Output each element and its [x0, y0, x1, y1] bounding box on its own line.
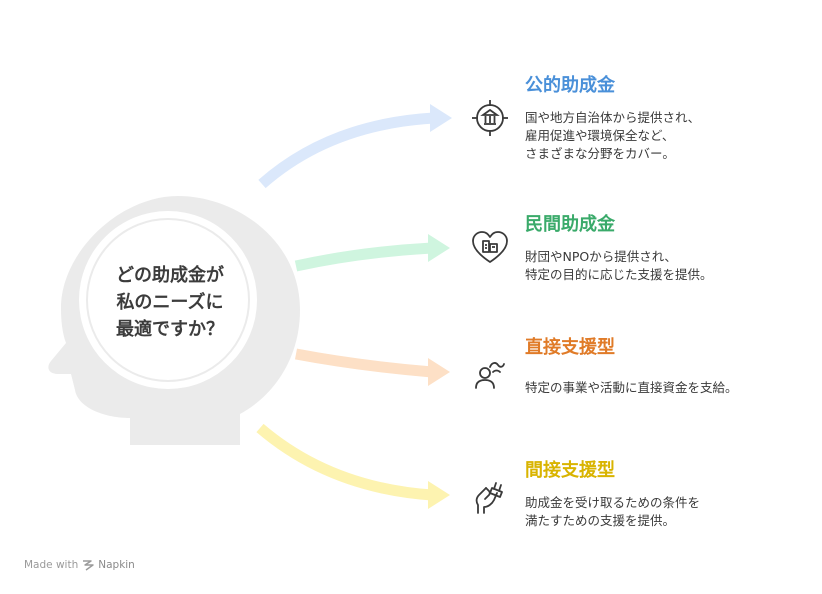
footer-credit: Made with Napkin	[24, 559, 135, 571]
made-with-label: Made with	[24, 559, 79, 571]
item-description: 国や地方自治体から提供され、 雇用促進や環境保全など、 さまざまな分野をカバー。	[525, 110, 701, 161]
heart-building-icon	[472, 231, 508, 263]
center-question-line: 最適ですか？	[116, 319, 224, 340]
hand-plug-icon	[475, 482, 503, 514]
arrow-public	[258, 104, 452, 189]
item-description: 財団やNPOから提供され、 特定の目的に応じた支援を提供。	[525, 249, 713, 282]
arrow-direct	[294, 348, 450, 386]
center-question: どの助成金が 私のニーズに 最適ですか？	[95, 262, 245, 343]
item-title: 公的助成金	[525, 75, 615, 96]
item-description: 助成金を受け取るための条件を 満たすための支援を提供。	[525, 495, 701, 528]
item-private-grant: 民間助成金 財団やNPOから提供され、 特定の目的に応じた支援を提供。	[525, 213, 815, 284]
item-public-grant: 公的助成金 国や地方自治体から提供され、 雇用促進や環境保全など、 さまざまな分…	[525, 74, 815, 163]
item-direct-support: 直接支援型 特定の事業や活動に直接資金を支給。	[525, 336, 815, 397]
thought-circle-ring	[86, 218, 250, 382]
center-question-line: 私のニーズに	[116, 292, 224, 313]
person-wave-icon	[475, 362, 505, 389]
arrow-private	[294, 234, 450, 272]
brand-name: Napkin	[98, 559, 135, 571]
item-title: 直接支援型	[525, 337, 615, 358]
item-indirect-support: 間接支援型 助成金を受け取るための条件を 満たすための支援を提供。	[525, 459, 815, 530]
center-question-line: どの助成金が	[116, 265, 224, 286]
item-title: 間接支援型	[525, 460, 615, 481]
item-title: 民間助成金	[525, 214, 615, 235]
arrow-indirect	[256, 423, 450, 509]
item-description: 特定の事業や活動に直接資金を支給。	[525, 380, 738, 395]
bank-target-icon	[472, 100, 508, 136]
thought-circle	[79, 211, 257, 389]
napkin-logo-icon	[83, 560, 94, 571]
